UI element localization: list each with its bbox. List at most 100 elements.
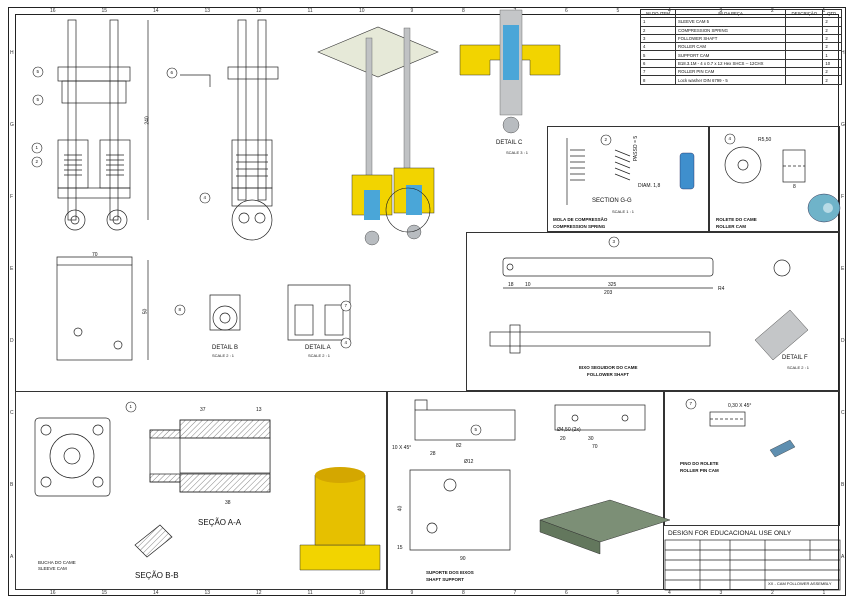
dim-82: 82 <box>456 443 462 449</box>
detail-f-render <box>754 309 809 361</box>
balloon-number: 4 <box>344 339 348 345</box>
detail-f-label: DETAIL F <box>782 355 808 361</box>
dim-15: 15 <box>397 545 403 551</box>
zone-marker: 14 <box>153 590 159 596</box>
dim-10: 10 <box>525 282 531 288</box>
spring-title-en: COMPRESSION SPRING <box>553 224 606 229</box>
detail-a-view <box>287 284 351 341</box>
dim-d12: Ø12 <box>464 459 474 465</box>
balloon-number: 5 <box>36 68 40 74</box>
iso-assembly <box>317 26 439 246</box>
shaft-title-en: FOLLOWER SHAFT <box>587 372 629 377</box>
spring-section <box>566 138 631 205</box>
dim-chamfer: 0,30 X 45° <box>728 403 752 409</box>
dim-37: 37 <box>200 407 206 413</box>
zone-marker: E <box>841 266 845 272</box>
zone-marker: 1 <box>822 590 826 596</box>
shaft-title-pt: EIXO SEGUIDOR DO CAME <box>579 365 638 370</box>
dim-325: 325 <box>608 282 617 288</box>
sleeve-panel <box>15 391 387 590</box>
dim-13: 13 <box>256 407 262 413</box>
zone-marker: 6 <box>565 590 568 596</box>
zone-marker: 2 <box>771 590 774 596</box>
dim-r550: R5,50 <box>758 137 772 143</box>
zone-marker: 8 <box>462 590 465 596</box>
zone-marker: 12 <box>256 8 262 14</box>
pin-panel <box>664 391 840 526</box>
dim-70b: 70 <box>592 444 598 450</box>
title-block-lines <box>664 539 841 591</box>
zone-marker: 13 <box>204 590 211 596</box>
roller-title-en: ROLLER CAM <box>716 224 746 229</box>
pin-title-pt: PINO DO ROLETE <box>680 461 719 466</box>
zone-marker: F <box>10 194 14 200</box>
bom-cell-qty: 2 <box>822 75 842 85</box>
edu-notice: DESIGN FOR EDUCACIONAL USE ONLY <box>668 530 792 537</box>
detail-a-label: DETAIL A <box>305 345 331 351</box>
zone-marker: 14 <box>153 8 159 14</box>
pin-views <box>709 411 746 427</box>
dim-70: 70 <box>92 252 98 258</box>
support-plate-view <box>56 256 149 361</box>
zone-marker: 7 <box>513 590 517 596</box>
sleeve-cam-views <box>34 417 271 558</box>
spring-title-pt: MOLA DE COMPRESSÃO <box>553 217 608 222</box>
zone-marker: G <box>10 122 14 128</box>
dim-20: 20 <box>560 436 566 442</box>
zone-marker: 3 <box>719 590 723 596</box>
pin-render <box>769 439 796 458</box>
zone-marker: A <box>10 554 14 560</box>
detail-b-label: DETAIL B <box>212 345 239 351</box>
balloon-number: 1 <box>35 144 39 150</box>
detail-c-render <box>459 9 561 134</box>
sleeve-title-en: SLEEVE CAM <box>38 566 67 571</box>
balloon-number: 5 <box>474 426 478 432</box>
zone-marker: 9 <box>410 590 414 596</box>
zone-marker: 5 <box>616 8 620 14</box>
zone-marker: 5 <box>616 590 620 596</box>
balloon-number: 4 <box>203 194 207 200</box>
balloon-number: 8 <box>178 306 182 312</box>
zone-marker: B <box>10 482 14 488</box>
zone-marker: D <box>10 338 14 344</box>
dim-chamfer-support: 10 X 45° <box>392 445 412 451</box>
zone-marker: E <box>10 266 14 272</box>
secao-bb-label: SEÇÃO B-B <box>135 571 179 580</box>
dim-203: 203 <box>604 290 613 296</box>
front-view-assembly <box>57 19 149 231</box>
zone-marker: B <box>841 482 845 488</box>
balloon-number: 3 <box>612 238 616 244</box>
balloon-number: 5 <box>36 96 40 102</box>
zone-marker: 8 <box>462 8 465 14</box>
section-gg-scale: SCALE 1 : 1 <box>612 209 635 214</box>
shaft-support-views <box>409 399 646 551</box>
dim-8: 8 <box>793 184 796 190</box>
follower-shaft-views <box>489 257 791 354</box>
zone-marker: 9 <box>410 8 414 14</box>
zone-marker: 10 <box>359 590 365 596</box>
dim-wire: DIAM. 1,8 <box>638 183 661 189</box>
secao-aa-label: SEÇÃO A-A <box>198 518 242 527</box>
roller-render <box>807 193 841 223</box>
roller-panel <box>709 126 840 232</box>
dim-pitch: PASSO = 5 <box>633 135 640 162</box>
zone-marker: 16 <box>50 8 56 14</box>
sleeve-render <box>299 467 381 571</box>
zone-marker: H <box>841 50 845 56</box>
outer-border <box>8 7 846 596</box>
zone-marker: 6 <box>565 8 568 14</box>
balloon-number: 2 <box>604 136 608 142</box>
sleeve-title-pt: BUCHA DO CAME <box>38 560 76 565</box>
section-gg-label: SECTION G-G <box>592 198 632 204</box>
detail-a-scale: SCALE 2 : 1 <box>308 353 331 358</box>
detail-f-scale: SCALE 2 : 1 <box>787 365 810 370</box>
pin-title-en: ROLLER PIN CAM <box>680 468 719 473</box>
zone-marker: 11 <box>307 8 313 14</box>
zone-marker: A <box>841 554 845 560</box>
balloon-number: 7 <box>689 400 693 406</box>
dim-50: 50 <box>142 308 149 315</box>
detail-b-view <box>209 294 241 331</box>
dim-30: 30 <box>588 436 594 442</box>
